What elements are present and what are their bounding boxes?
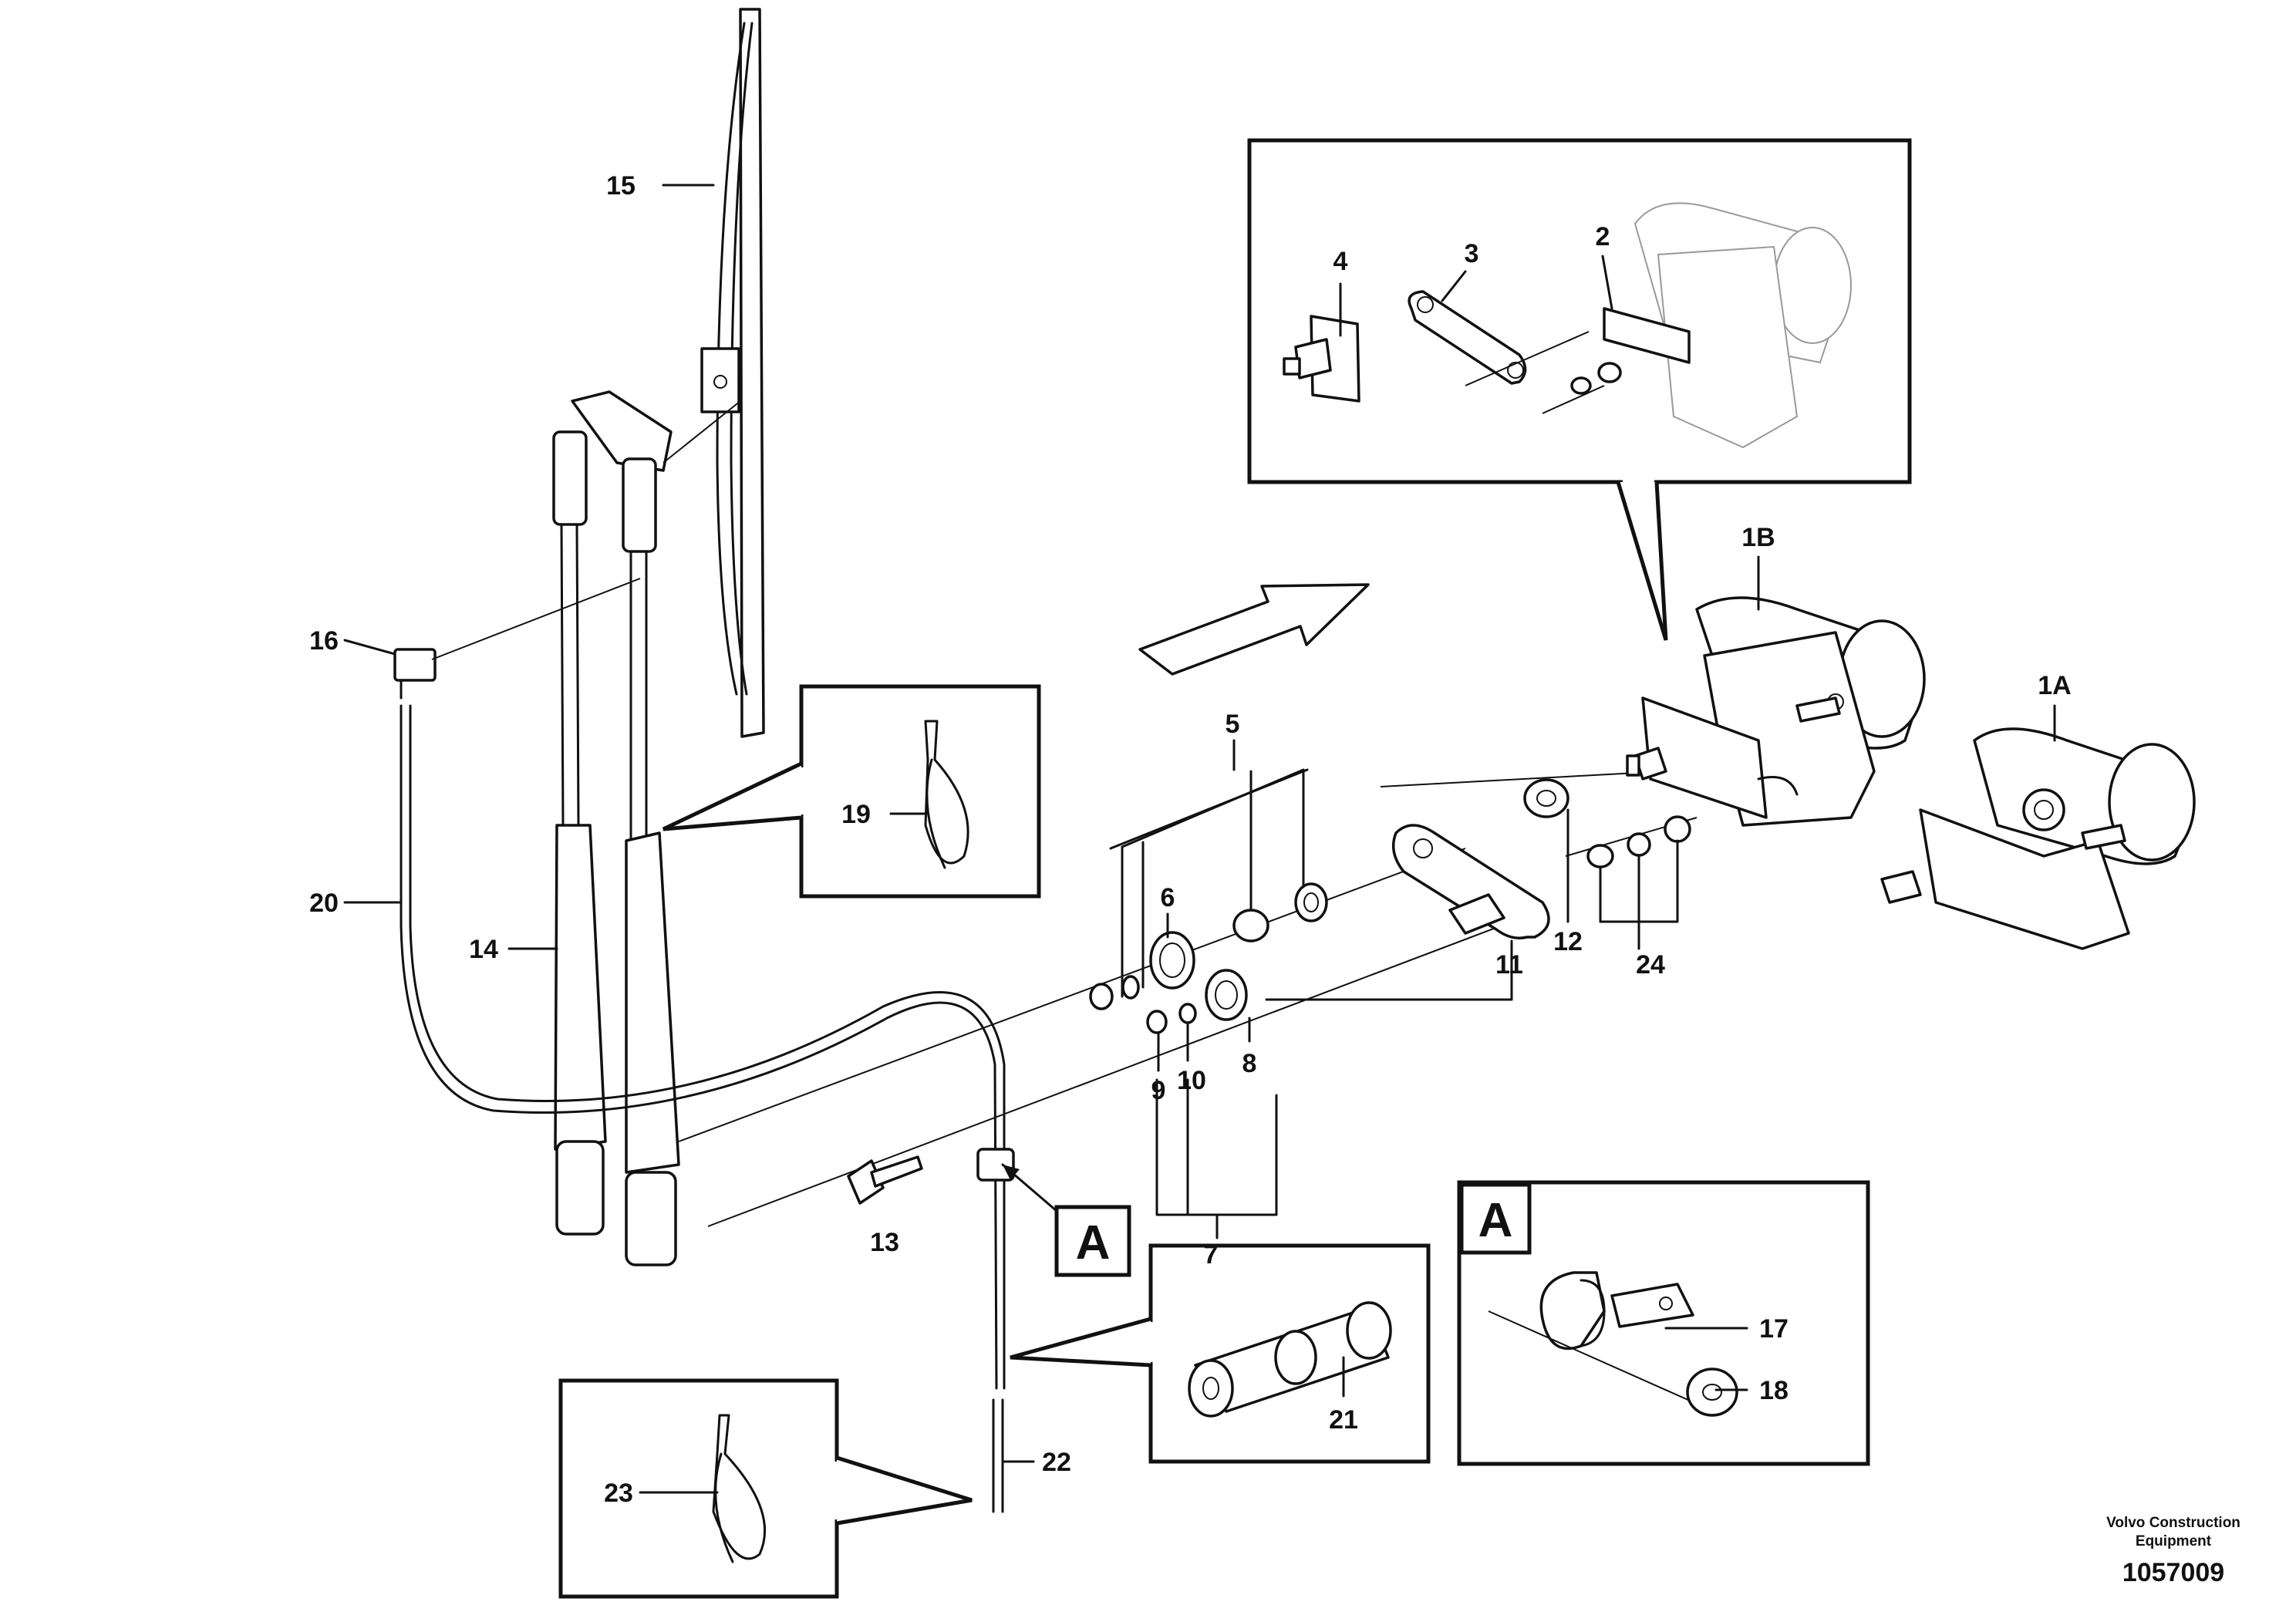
detail-box-a — [1457, 1180, 1870, 1466]
detail-box-connector-21 — [1010, 1243, 1431, 1464]
detail-box-cable-tie-23 — [558, 1378, 973, 1599]
label-4: 4 — [1333, 247, 1348, 276]
label-14: 14 — [469, 935, 498, 964]
detail-box-bracket — [1247, 138, 1912, 641]
label-16: 16 — [309, 626, 339, 656]
direction-arrow — [1138, 583, 1370, 676]
wiper-motor-1a — [1880, 727, 2196, 950]
document-number: 1057009 — [2122, 1558, 2224, 1587]
credit-block: Volvo Construction Equipment 1057009 — [2106, 1515, 2240, 1587]
detail-box-cable-tie-19 — [662, 684, 1041, 899]
credit-line-2: Equipment — [2136, 1533, 2212, 1549]
label-1b: 1B — [1741, 523, 1775, 552]
link-plate — [1391, 778, 1691, 939]
label-21: 21 — [1329, 1405, 1358, 1435]
label-12: 12 — [1553, 927, 1583, 956]
credit-line-1: Volvo Construction — [2106, 1515, 2240, 1531]
washer-hose — [393, 578, 1015, 1513]
label-20: 20 — [309, 889, 339, 918]
leader-lines — [343, 184, 2056, 1494]
label-18: 18 — [1759, 1376, 1789, 1405]
part-labels: 15 16 20 14 19 13 23 22 21 17 18 4 3 2 1… — [309, 171, 2072, 1508]
marker-a-label: A — [1076, 1216, 1111, 1270]
wiper-motor-1b — [1626, 596, 1926, 827]
label-6: 6 — [1161, 883, 1175, 912]
label-5: 5 — [1226, 710, 1240, 739]
label-7: 7 — [1204, 1240, 1219, 1270]
label-3: 3 — [1465, 239, 1479, 268]
wiper-arms — [552, 390, 741, 1266]
label-23: 23 — [604, 1479, 633, 1508]
label-11: 11 — [1495, 950, 1523, 980]
label-1a: 1A — [2038, 671, 2071, 700]
label-15: 15 — [606, 171, 636, 201]
label-24: 24 — [1636, 950, 1665, 980]
label-10: 10 — [1177, 1066, 1206, 1095]
wiper-blade — [700, 8, 765, 738]
label-19: 19 — [841, 800, 871, 829]
label-13: 13 — [870, 1228, 899, 1257]
detail-marker-a — [1001, 1163, 1131, 1277]
label-2: 2 — [1596, 222, 1610, 251]
hardware-stack — [1089, 882, 1328, 1034]
label-9: 9 — [1151, 1076, 1166, 1105]
detail-box-a-label: A — [1478, 1194, 1513, 1247]
label-22: 22 — [1042, 1448, 1071, 1477]
label-8: 8 — [1242, 1049, 1257, 1078]
label-17: 17 — [1759, 1314, 1789, 1344]
bolt — [847, 1155, 923, 1205]
